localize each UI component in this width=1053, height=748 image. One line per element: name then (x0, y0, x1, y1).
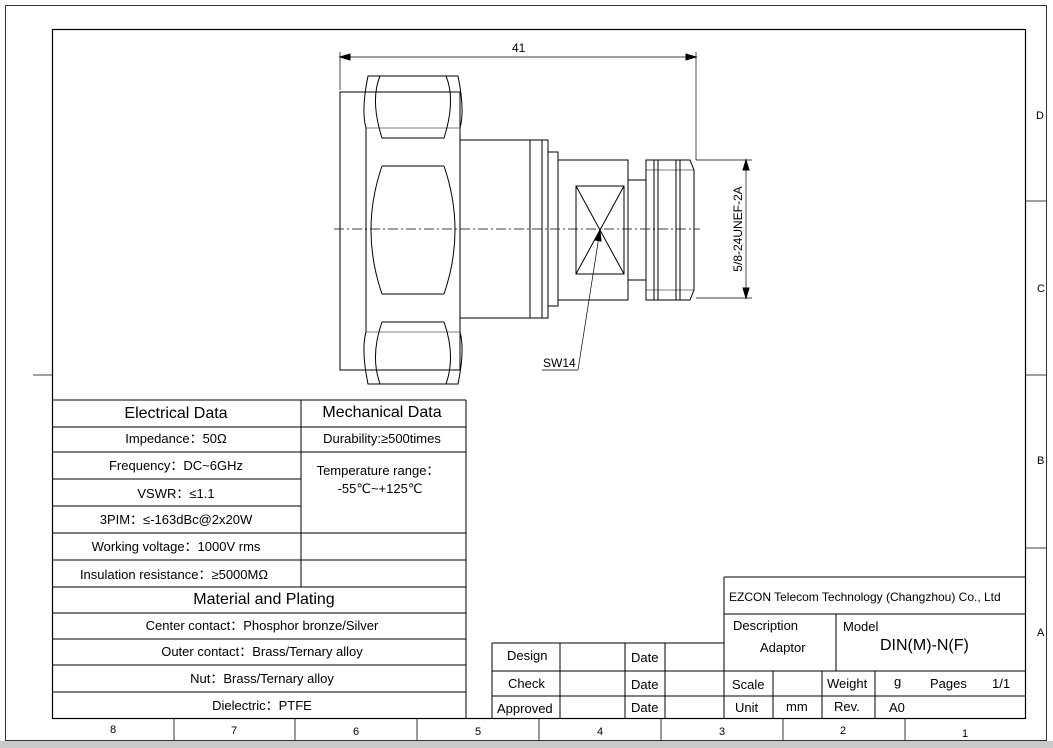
dimension-length: 41 (512, 41, 526, 55)
zone-col-7: 7 (231, 725, 238, 737)
approval-grid (491, 642, 724, 718)
material-dielectric: Dielectric：PTFE (212, 698, 312, 713)
mechanical-title: Mechanical Data (322, 404, 442, 421)
pages-value: 1/1 (992, 676, 1011, 691)
weight-unit: g (894, 674, 902, 689)
rev-label: Rev. (834, 699, 860, 714)
description-value: Adaptor (760, 640, 806, 655)
material-title: Material and Plating (193, 591, 335, 608)
zone-col-4: 4 (597, 726, 604, 738)
hex-section (557, 159, 629, 301)
zone-row-d: D (1036, 110, 1044, 122)
approved-label: Approved (497, 701, 553, 716)
unit-label: Unit (735, 700, 759, 715)
din-flange (339, 91, 461, 371)
check-label: Check (508, 676, 545, 691)
date-label-2: Date (631, 677, 659, 692)
inner-frame (51, 28, 1027, 720)
electrical-insulation: Insulation resistance：≥5000MΩ (79, 567, 269, 582)
electrical-voltage: Working voltage：1000V rms (91, 539, 261, 554)
connector-drawing (334, 52, 752, 385)
dimension-wrench: SW14 (543, 356, 576, 370)
zone-col-3: 3 (719, 726, 726, 738)
zone-col-2: 2 (840, 725, 847, 737)
zone-col-8: 8 (110, 724, 117, 736)
coupling-nut (363, 75, 463, 385)
rev-value: A0 (889, 700, 905, 715)
electrical-impedance: Impedance：50Ω (125, 431, 227, 446)
design-label: Design (507, 648, 548, 663)
mechanical-durability: Durability:≥500times (323, 431, 441, 446)
outer-frame (5, 5, 1047, 741)
company-name: EZCON Telecom Technology (Changzhou) Co.… (729, 590, 1001, 604)
electrical-pim: 3PIM：≤-163dBc@2x20W (99, 512, 253, 527)
n-female-thread (627, 179, 647, 281)
zone-row-b: B (1037, 455, 1045, 467)
weight-label: Weight (827, 676, 868, 691)
dimension-thread: 5/8-24UNEF-2A (731, 186, 745, 272)
bottom-strip (0, 741, 1053, 748)
date-label-1: Date (631, 650, 659, 665)
description-label: Description (733, 618, 799, 633)
zone-col-6: 6 (353, 726, 360, 738)
material-outer-contact: Outer contact：Brass/Ternary alloy (161, 644, 363, 659)
zone-row-a: A (1037, 627, 1045, 639)
zone-row-c: C (1037, 283, 1045, 295)
electrical-frequency: Frequency：DC~6GHz (108, 458, 244, 473)
model-label: Model (843, 619, 879, 634)
mechanical-temp-label: Temperature range： (316, 463, 440, 478)
mechanical-temp-value: -55℃~+125℃ (337, 481, 423, 496)
data-table-grid (52, 399, 467, 718)
scale-label: Scale (732, 677, 765, 692)
material-nut: Nut：Brass/Ternary alloy (190, 671, 334, 686)
zone-col-5: 5 (475, 726, 482, 738)
title-block-grid (723, 576, 1025, 718)
pages-label: Pages (930, 676, 967, 691)
electrical-vswr: VSWR：≤1.1 (137, 486, 215, 501)
model-value: DIN(M)-N(F) (880, 637, 969, 654)
date-label-3: Date (631, 700, 659, 715)
material-center-contact: Center contact：Phosphor bronze/Silver (145, 618, 379, 633)
zone-ticks (33, 200, 1046, 740)
electrical-title: Electrical Data (124, 405, 228, 422)
unit-value: mm (786, 699, 808, 714)
zone-col-1: 1 (962, 728, 969, 740)
